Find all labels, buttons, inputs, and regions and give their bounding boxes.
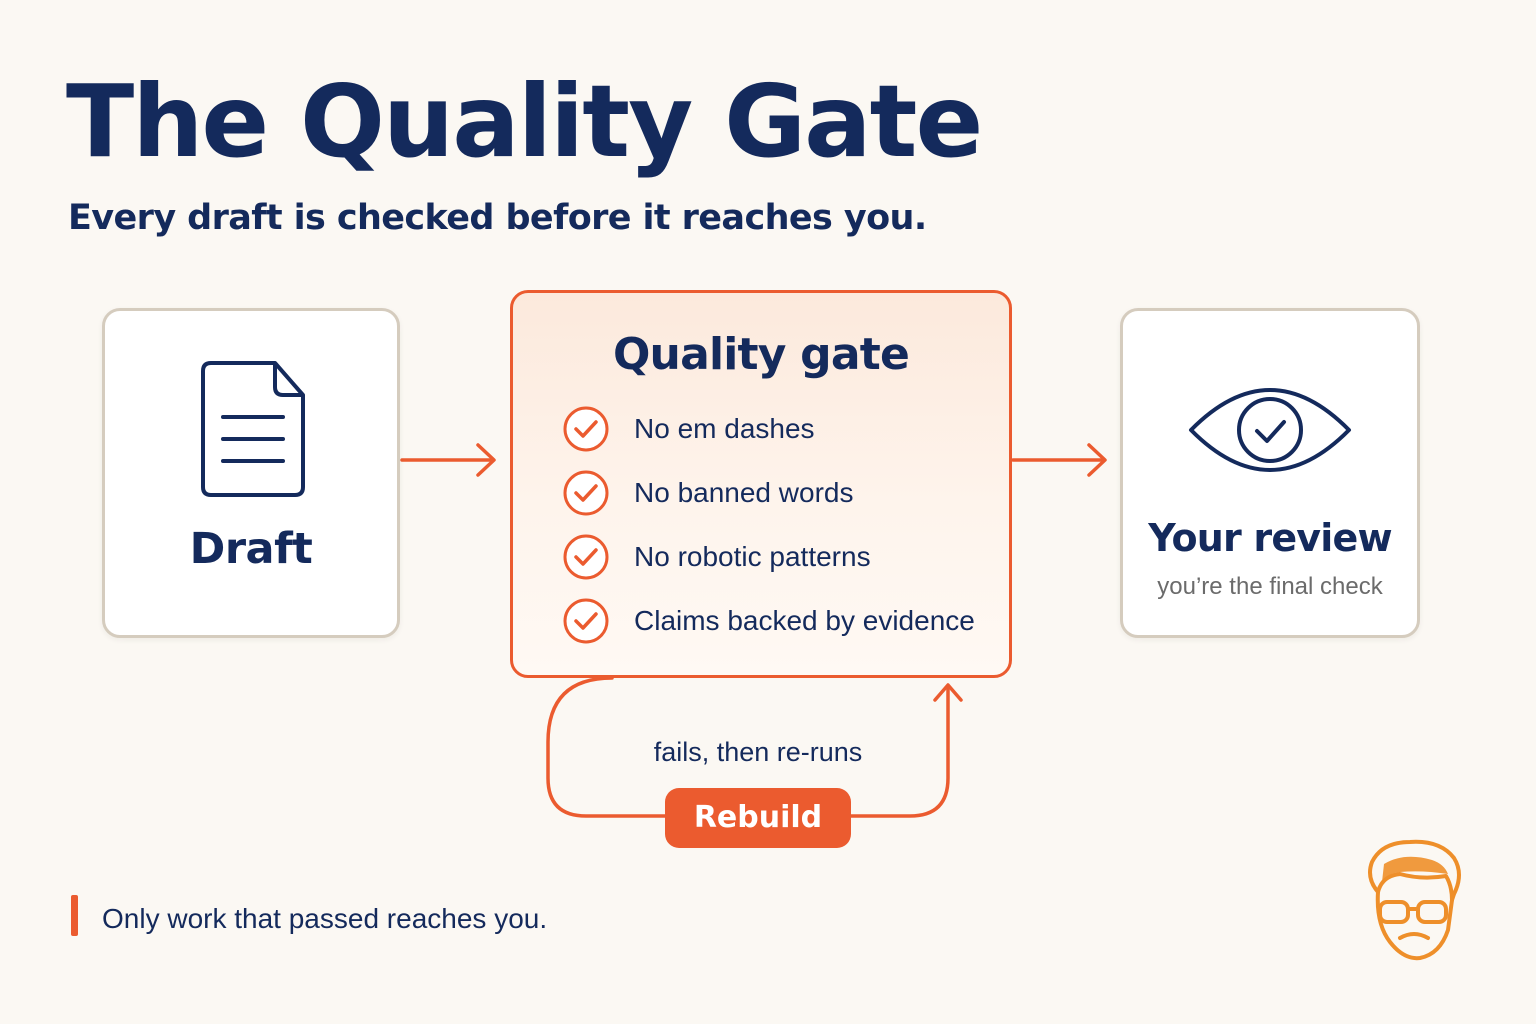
eye-check-icon (1189, 388, 1351, 472)
arrow-draft-to-gate (400, 443, 496, 477)
check-label: No robotic patterns (634, 541, 871, 572)
review-label: Your review (1148, 516, 1392, 560)
loop-caption: fails, then re-runs (653, 737, 863, 767)
mascot-avatar-icon (1368, 839, 1461, 961)
check-item: No em dashes (562, 405, 975, 453)
check-circle-icon (563, 470, 609, 516)
draft-card: Draft (102, 308, 400, 638)
check-label: Claims backed by evidence (634, 605, 975, 636)
footer-note: Only work that passed reaches you. (102, 903, 548, 934)
check-circle-icon (563, 598, 609, 644)
check-circle-icon (563, 534, 609, 580)
check-label: No banned words (634, 477, 854, 508)
quality-checklist: No em dashes No banned words No robotic … (562, 405, 975, 661)
review-note: you’re the final check (1157, 573, 1383, 600)
document-icon (201, 361, 305, 497)
check-item: No banned words (562, 469, 975, 517)
review-card: Your review you’re the final check (1120, 308, 1420, 638)
page-title: The Quality Gate (66, 63, 983, 180)
footer-accent-bar (71, 895, 78, 936)
quality-gate-title: Quality gate (612, 329, 910, 380)
check-item: No robotic patterns (562, 533, 975, 581)
quality-gate-card: Quality gate No em dashes No banned word… (510, 290, 1012, 678)
arrow-gate-to-review (1011, 443, 1107, 477)
check-item: Claims backed by evidence (562, 597, 975, 645)
check-label: No em dashes (634, 413, 815, 444)
draft-label: Draft (189, 524, 313, 574)
rebuild-loop-arrow (546, 676, 963, 818)
check-circle-icon (563, 406, 609, 452)
page-subtitle: Every draft is checked before it reaches… (68, 198, 927, 238)
rebuild-badge: Rebuild (665, 788, 851, 848)
